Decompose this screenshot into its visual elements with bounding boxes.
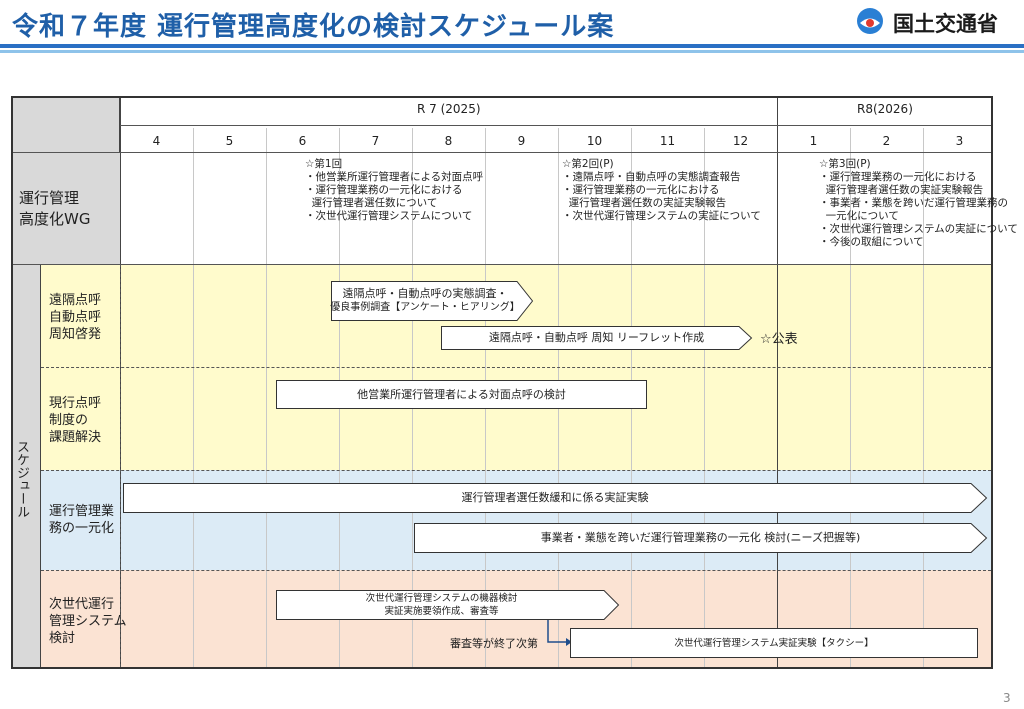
relax-label: 運行管理者選任数緩和に係る実証実験 [461,491,649,504]
connector-arrow-icon [547,620,572,646]
month-header: 12 [732,134,749,148]
corner-cell [13,98,120,152]
task-arrow-relax: 運行管理者選任数緩和に係る実証実験 [123,483,988,513]
month-header: 9 [517,134,526,148]
leaflet-label: 遠隔点呼・自動点呼 周知 リーフレット作成 [488,331,705,344]
row-label-remote: 遠隔点呼 自動点呼 周知啓発 [49,293,102,342]
month-header: 4 [152,134,161,148]
month-header: 3 [955,134,964,148]
month-header: 8 [444,134,453,148]
device-line1: 次世代運行管理システムの機器検討 [365,593,518,604]
month-header: 11 [659,134,676,148]
month-header: 6 [298,134,307,148]
row-label-unify: 運行管理業 務の一元化 [49,504,115,536]
year-header-r7: R 7 (2025) [417,102,481,116]
month-header: 5 [225,134,234,148]
taxi-label: 次世代運行管理システム実証実験【タクシー】 [674,637,874,649]
month-header: 2 [882,134,891,148]
device-line2: 実証実施要領作成、審査等 [384,606,499,617]
year-header-r8: R8(2026) [857,102,913,116]
cross-label: 事業者・業態を跨いだ運行管理業務の一元化 検討(ニーズ把握等) [540,531,861,544]
month-header: 10 [586,134,603,148]
task-arrow-device: 次世代運行管理システムの機器検討 実証実施要領作成、審査等 [276,590,620,620]
month-header: 7 [371,134,380,148]
task-arrow-survey: 遠隔点呼・自動点呼の実態調査・ 優良事例調査【アンケート・ヒアリング】 [330,281,534,321]
wg-meeting-3: ☆第3回(P) ・運行管理業務の一元化における 運行管理者選任数の実証実験報告 … [819,158,1018,248]
header-divider-accent [0,50,1024,53]
other-office-label: 他営業所運行管理者による対面点呼の検討 [357,387,566,401]
wg-meeting-2: ☆第2回(P) ・遠隔点呼・自動点呼の実態調査報告 ・運行管理業務の一元化におけ… [562,158,761,222]
task-arrow-cross: 事業者・業態を跨いだ運行管理業務の一元化 検討(ニーズ把握等) [414,523,988,553]
header-divider [0,44,1024,48]
row-label-nextgen: 次世代運行 管理システム 検討 [49,597,127,646]
wg-row-label: 運行管理 高度化WG [19,189,91,228]
survey-line2: 優良事例調査【アンケート・ヒアリング】 [330,302,520,313]
after-review-note: 審査等が終了次第 [450,637,538,650]
row-label-system: 現行点呼 制度の 課題解決 [49,396,102,445]
mlit-logo-icon [857,8,883,34]
task-arrow-leaflet: 遠隔点呼・自動点呼 周知 リーフレット作成 [441,326,753,350]
task-arrow-other-office: 他営業所運行管理者による対面点呼の検討 [276,380,647,409]
wg-meeting-1: ☆第1回 ・他営業所運行管理者による対面点呼 ・運行管理業務の一元化における 運… [305,158,484,222]
schedule-label-column [13,264,41,667]
publish-milestone: ☆公表 [760,332,798,347]
task-arrow-taxi: 次世代運行管理システム実証実験【タクシー】 [570,628,978,658]
wg-label-cell [13,153,120,264]
organization-name: 国土交通省 [893,12,998,36]
page-number: 3 [1003,691,1011,705]
schedule-section-label: スケジュール [14,440,29,518]
page-title: 令和７年度 運行管理高度化の検討スケジュール案 [12,12,615,42]
survey-line1: 遠隔点呼・自動点呼の実態調査・ [342,287,508,300]
month-header: 1 [809,134,818,148]
